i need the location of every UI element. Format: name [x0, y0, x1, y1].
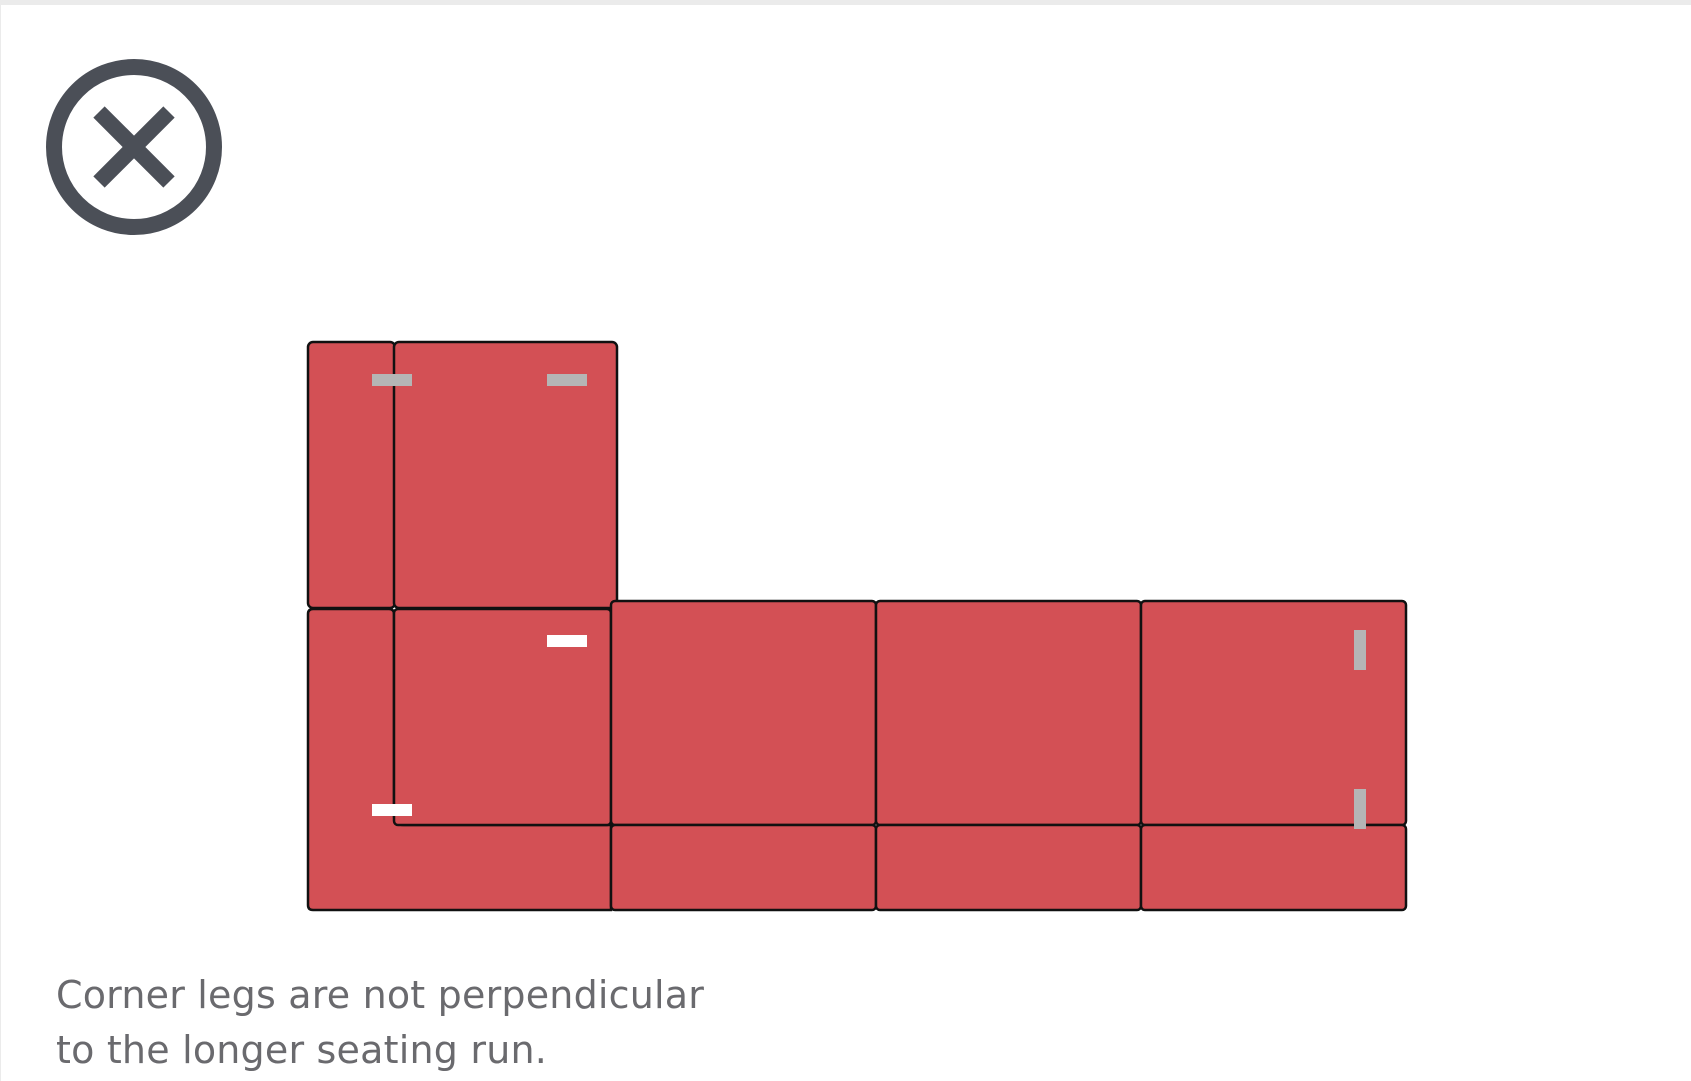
caption-line-1: Corner legs are not perpendicular [56, 973, 705, 1017]
icon-ring [46, 59, 222, 235]
sofa-modules [306, 340, 1408, 912]
caption: Corner legs are not perpendicular to the… [56, 968, 956, 1078]
icon-cross-stroke-b [93, 106, 175, 188]
base-front-4 [1139, 823, 1408, 912]
leg-end-top [1354, 630, 1366, 670]
close-circle-icon-graphic [46, 59, 222, 235]
caption-line-2: to the longer seating run. [56, 1028, 548, 1072]
leg-upper-left [372, 374, 412, 386]
sofa-diagram [306, 340, 1408, 912]
leg-corner-bottom [372, 804, 412, 816]
seat-cushion-2 [609, 599, 878, 827]
seat-cushion-3 [874, 599, 1143, 827]
sofa-legs [372, 374, 1366, 829]
close-circle-icon [44, 57, 224, 237]
leg-end-bottom [1354, 789, 1366, 829]
leg-upper-right [547, 374, 587, 386]
base-front-3 [874, 823, 1143, 912]
leg-corner-top [547, 635, 587, 647]
seat-cushion-4 [1139, 599, 1408, 827]
base-front-2 [609, 823, 878, 912]
